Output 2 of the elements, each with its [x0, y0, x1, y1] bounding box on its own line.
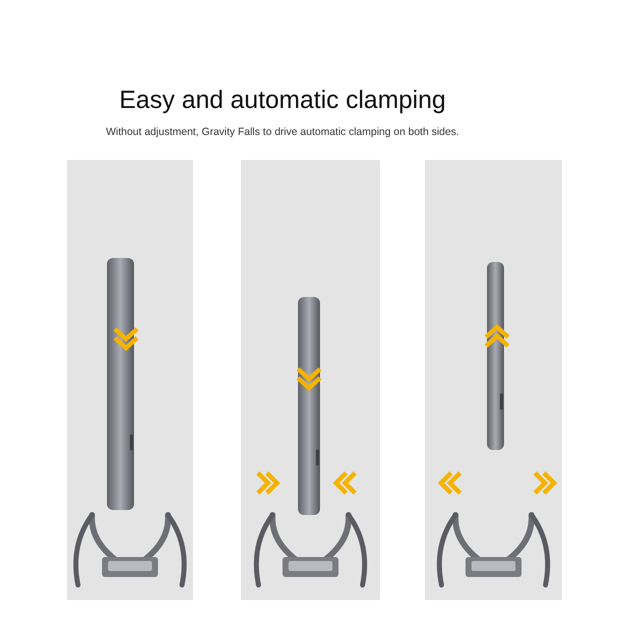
title: Easy and automatic clamping — [118, 86, 447, 115]
subtitle: Without adjustment, Gravity Falls to drive automatic clamping on both sides. — [104, 126, 460, 138]
